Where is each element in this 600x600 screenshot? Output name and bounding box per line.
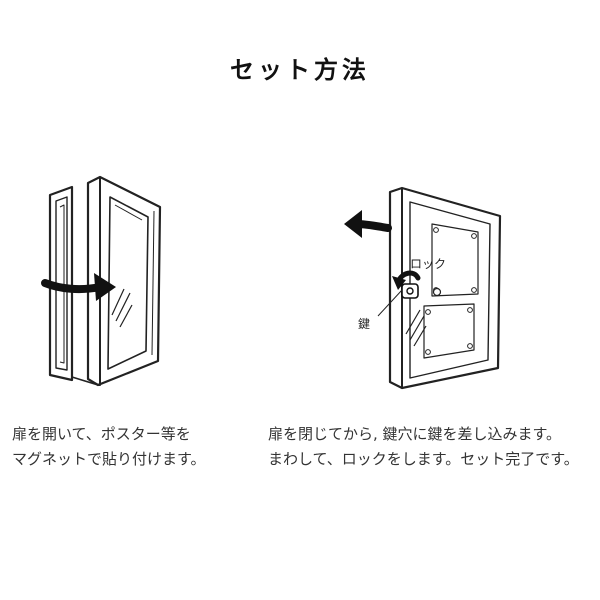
closed-frame-illustration: ロック 鍵 xyxy=(344,186,502,390)
open-arrow-icon xyxy=(41,273,116,301)
door-glass xyxy=(107,196,149,370)
step1-caption: 扉を開いて、ポスター等を マグネットで貼り付けます。 xyxy=(12,422,242,472)
key-label: 鍵 xyxy=(358,316,370,331)
step2-caption: 扉を閉じてから, 鍵穴に鍵を差し込みます。 まわして、ロックをします。セット完了… xyxy=(268,422,598,472)
close-arrow-icon xyxy=(344,210,392,238)
open-frame-illustration xyxy=(41,175,162,387)
poster-lower xyxy=(423,303,475,359)
back-frame-outer xyxy=(48,185,74,382)
step2-caption-line: 扉を閉じてから, 鍵穴に鍵を差し込みます。 xyxy=(268,425,562,443)
lock-label: ロック xyxy=(410,257,446,271)
rotate-arrow-icon xyxy=(392,270,421,290)
page-title: セット方法 xyxy=(230,56,370,84)
step2-caption-line: まわして、ロックをします。セット完了です。 xyxy=(268,450,579,468)
poster-upper xyxy=(431,223,479,297)
step1-caption-line: マグネットで貼り付けます。 xyxy=(12,450,206,468)
step1-caption-line: 扉を開いて、ポスター等を xyxy=(12,425,191,443)
key-icon xyxy=(401,283,442,299)
